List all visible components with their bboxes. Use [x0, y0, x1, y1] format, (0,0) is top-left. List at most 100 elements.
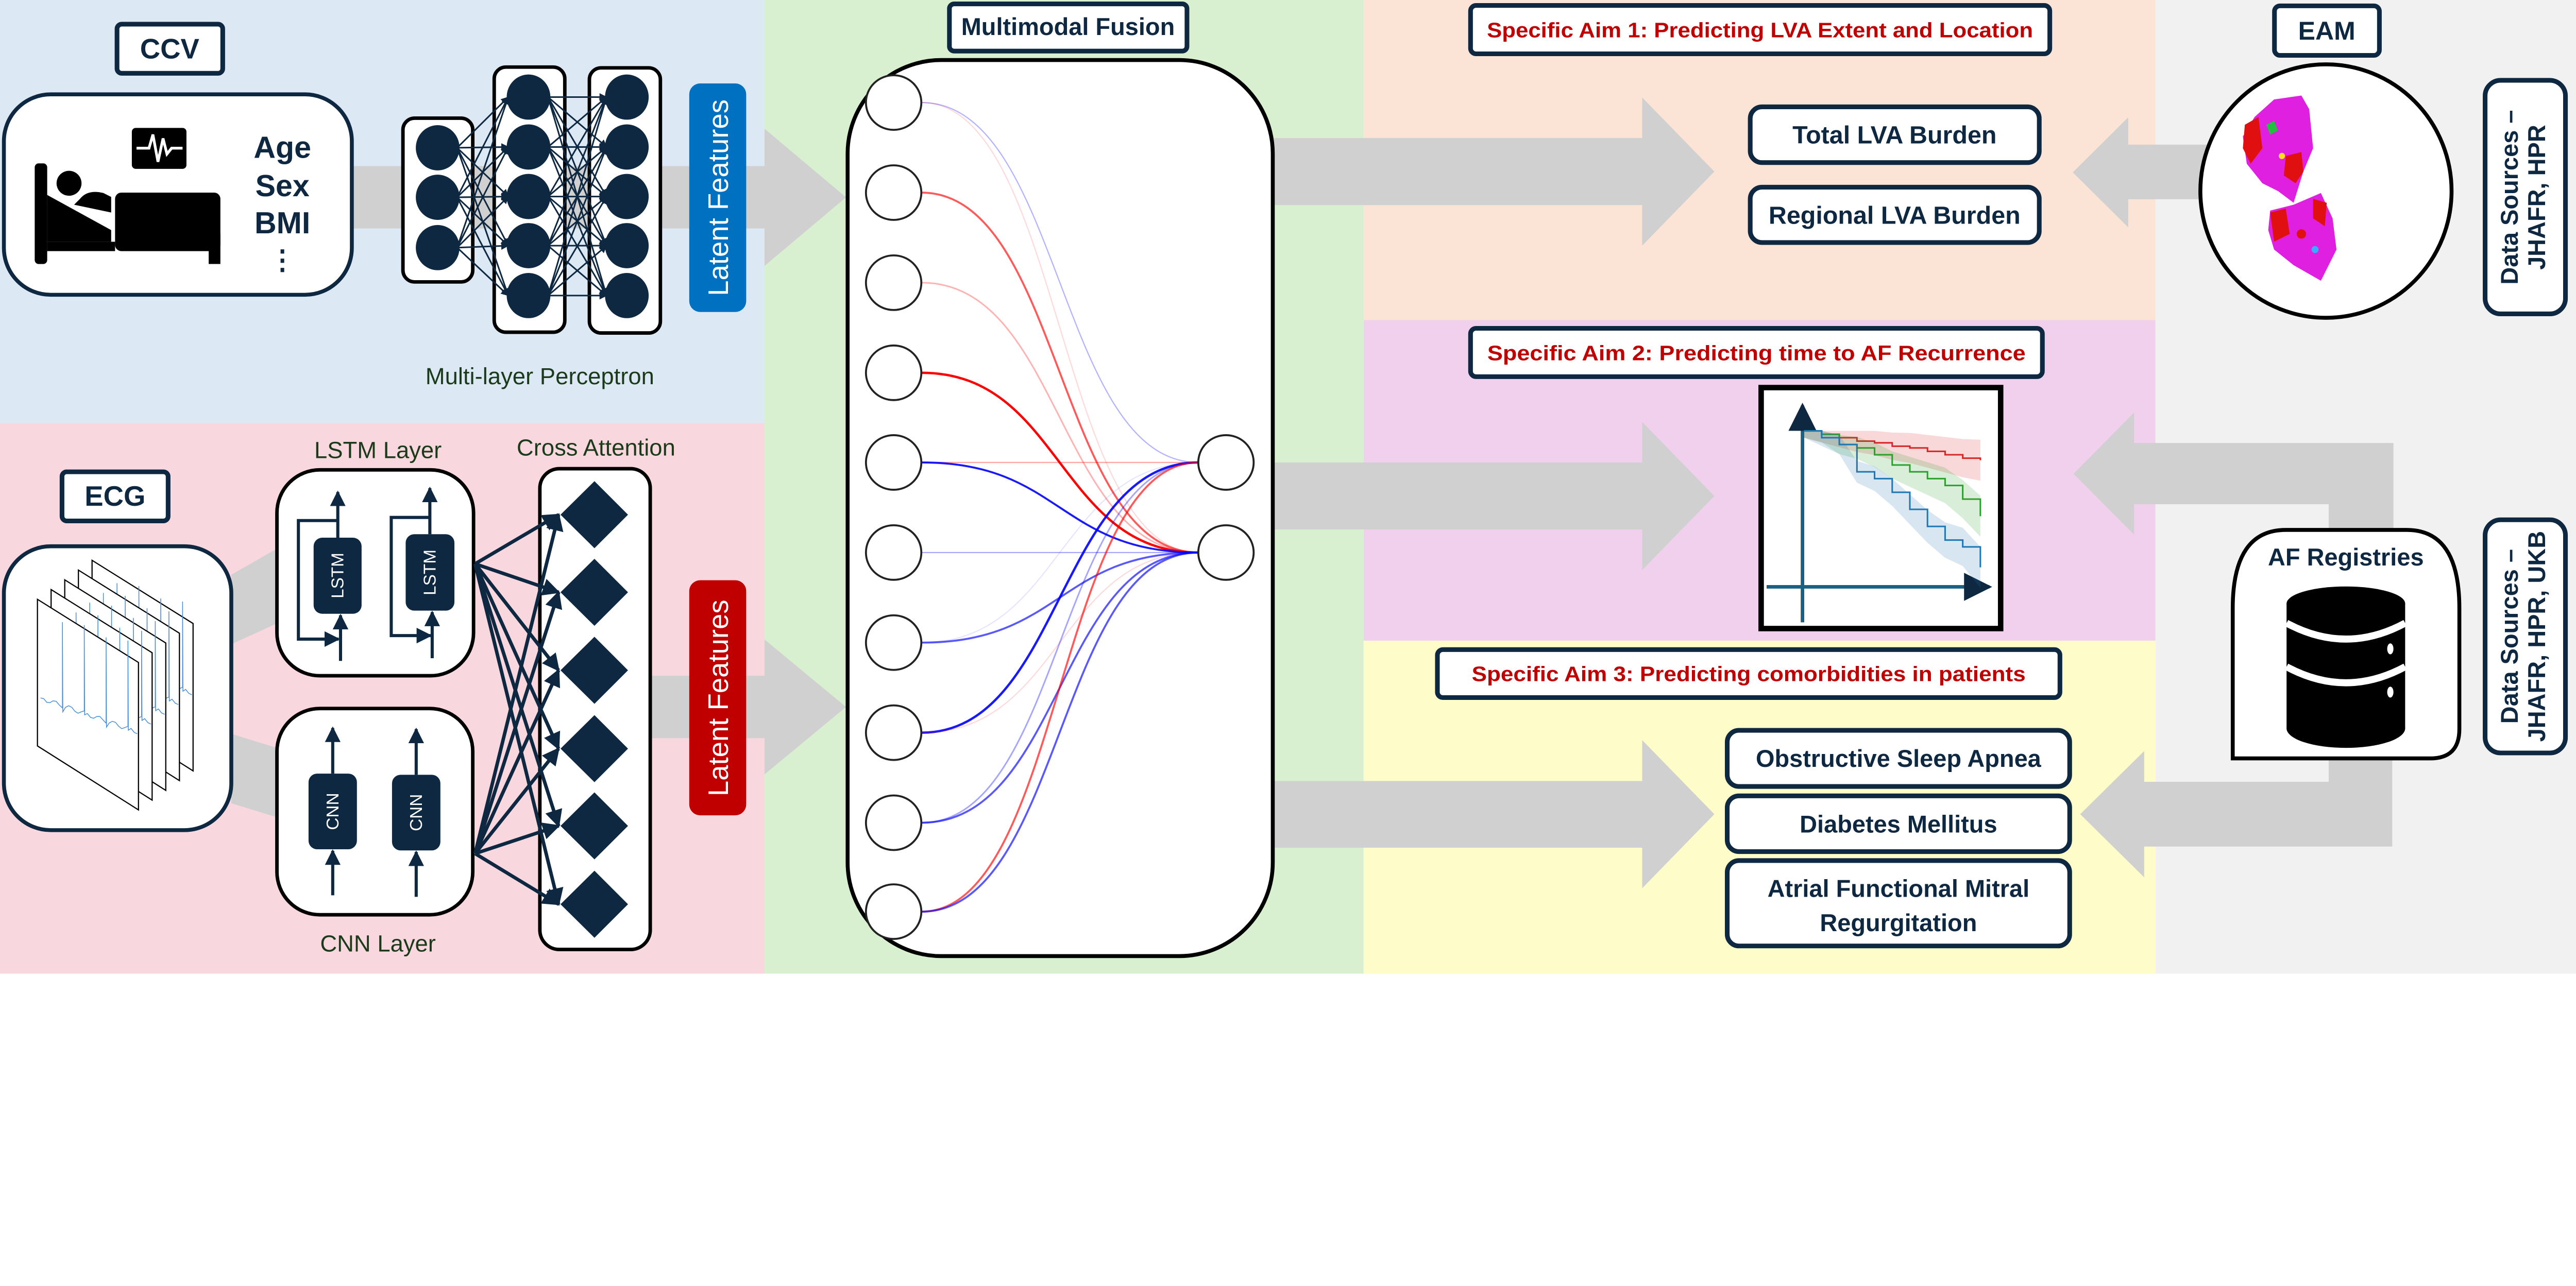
registries-data-sources-box: [2483, 517, 2568, 756]
mlp-edge: [547, 146, 608, 296]
cnn-block-label: CNN: [407, 794, 426, 831]
mlp-node: [416, 225, 460, 270]
fusion-label-box: [947, 2, 1190, 54]
fusion-nodes: [865, 74, 1255, 940]
mlp-edge: [456, 96, 510, 248]
mlp-node: [506, 74, 551, 120]
mlp-edge: [547, 96, 607, 148]
eam-image-circle: [2198, 62, 2454, 320]
cross-attention-node: [560, 715, 628, 782]
cross-attention-edge: [473, 562, 560, 672]
regional-lva-burden-box: [1748, 184, 2042, 245]
fusion-to-aim2-arrow: [1273, 422, 1715, 570]
feature-bmi: BMI: [255, 206, 310, 240]
cross-attention-node: [560, 481, 628, 548]
mlp-edge: [547, 96, 607, 197]
cross-attention-node: [560, 558, 628, 626]
aim1-section: Specific Aim 1: Predicting LVA Extent an…: [1468, 3, 2053, 245]
fusion-edge: [921, 552, 1198, 733]
aim1-title-box: [1468, 3, 2053, 57]
mlp-edge: [456, 146, 509, 248]
mlp-node: [605, 124, 649, 170]
osa-box: [1724, 728, 2072, 789]
diabetes-box: [1724, 793, 2072, 854]
cross-attention-nodes: [473, 481, 628, 938]
registries-to-aim3-arrow: [2080, 751, 2393, 878]
registries-to-aim2-arrow: [2073, 413, 2394, 538]
eam-label-box: [2272, 3, 2382, 58]
cross-attention-edge: [474, 852, 561, 906]
eam-data-sources-line-1: Data Sources –: [2496, 110, 2523, 285]
eam-label: EAM: [2298, 16, 2355, 45]
mlp-edge: [547, 245, 607, 297]
ecg-label: ECG: [84, 481, 145, 512]
ccv-section: CCV Age Sex BMI ⋮ Multi-layer Perceptron: [2, 22, 747, 389]
fusion-label: Multimodal Fusion: [961, 13, 1175, 40]
mlp-edge: [456, 196, 509, 248]
cross-attention-edge: [473, 668, 561, 854]
aim2-title-box: [1468, 325, 2045, 379]
regional-lva-burden: Regional LVA Burden: [1769, 202, 2021, 230]
fusion-input-node: [865, 614, 923, 671]
fusion-output-node: [1197, 434, 1255, 491]
mlp-edge: [457, 242, 510, 250]
fusion-to-aim3-arrow: [1273, 740, 1715, 888]
fusion-input-node: [865, 74, 923, 131]
heart-monitor-icon: [131, 128, 187, 169]
fusion-input-node: [865, 883, 923, 940]
lstm-block-label: LSTM: [421, 550, 440, 595]
total-lva-burden: Total LVA Burden: [1792, 122, 1996, 149]
afmr-line-1: Atrial Functional Mitral: [1768, 875, 2030, 902]
km-survival-plot: [1758, 385, 2004, 631]
mlp-node: [605, 74, 649, 120]
fusion-edge: [921, 101, 1198, 553]
feature-more: ⋮: [269, 245, 296, 275]
mlp-edge: [547, 96, 608, 296]
fusion-to-aim1-arrow: [1273, 97, 1715, 246]
mlp-node: [416, 175, 460, 220]
fusion-edge: [921, 461, 1198, 824]
mlp-node: [605, 272, 649, 318]
ccv-latent-features-bar: [689, 83, 747, 312]
cross-attention-edge: [474, 513, 561, 565]
ccv-latent-features-label: Latent Features: [703, 99, 734, 296]
afmr-line-2: Regurgitation: [1820, 910, 1977, 936]
mlp-edge: [547, 96, 608, 246]
afmr-box: [1724, 858, 2072, 949]
cross-attention-label: Cross Attention: [517, 434, 675, 460]
lstm-block-1: LSTM: [297, 490, 362, 661]
ecg-latent-features-bar: [689, 580, 747, 816]
ccv-label: CCV: [140, 33, 199, 65]
fusion-output-node: [1197, 524, 1255, 581]
fusion-edge: [921, 461, 1198, 643]
lstm-layer-label: LSTM Layer: [314, 437, 442, 464]
eam-data-sources-line-2: JHAFR, HPR: [2523, 125, 2550, 270]
aim3-section: Specific Aim 3: Predicting comorbidities…: [1435, 647, 2072, 949]
cross-attention-edge: [473, 747, 560, 855]
km-curves: [1804, 430, 1981, 588]
mlp-node: [506, 124, 551, 170]
fusion-section: Multimodal Fusion: [845, 2, 1275, 958]
cnn-layer-label: CNN Layer: [320, 930, 436, 956]
fusion-input-node: [865, 164, 923, 221]
eam-data-sources-box: [2483, 78, 2568, 317]
mlp-node: [605, 174, 649, 219]
ecg-to-lstm-link: [231, 548, 277, 644]
sources-section: EAM Data Sources – JHAFR, HPR AF Registr…: [2198, 3, 2568, 761]
mlp-node: [506, 272, 551, 318]
total-lva-burden-box: [1748, 104, 2042, 165]
mlp-node: [506, 223, 551, 268]
mlp-connections: [456, 93, 608, 300]
cross-attention-node: [560, 870, 628, 938]
aim3-title: Specific Aim 3: Predicting comorbidities…: [1472, 662, 2026, 686]
fusion-input-node: [865, 794, 923, 851]
cross-attention-node: [560, 792, 628, 860]
eam-to-aim1-arrow: [2073, 117, 2224, 228]
diagram-canvas: CCV Age Sex BMI ⋮ Multi-layer Perceptron: [0, 0, 2576, 974]
mlp-edge: [456, 96, 509, 198]
cross-attention-edge: [474, 822, 561, 855]
fusion-input-node: [865, 524, 923, 581]
fusion-edge: [921, 192, 1198, 554]
cnn-block-label: CNN: [324, 793, 343, 830]
ecg-to-cnn-link: [231, 733, 277, 817]
